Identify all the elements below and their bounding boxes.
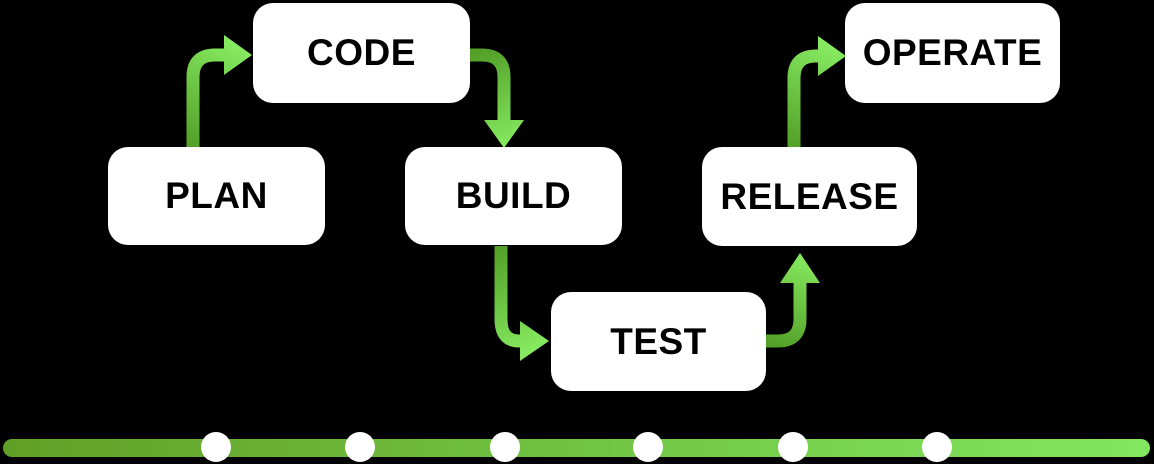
stage-label-release: RELEASE bbox=[720, 175, 899, 217]
timeline-dot bbox=[922, 432, 952, 462]
stage-box-build: BUILD bbox=[405, 147, 622, 245]
arrowhead-plan-to-code bbox=[224, 35, 252, 75]
timeline-dot bbox=[633, 432, 663, 462]
arrowhead-test-to-release bbox=[780, 253, 820, 283]
arrow-plan-to-code bbox=[186, 35, 252, 148]
stage-label-code: CODE bbox=[307, 32, 416, 73]
timeline-dot bbox=[345, 432, 375, 462]
stage-box-test: TEST bbox=[551, 292, 766, 391]
arrowhead-release-to-operate bbox=[818, 36, 846, 76]
arrowhead-build-to-test bbox=[520, 321, 549, 361]
stage-box-release: RELEASE bbox=[702, 147, 917, 246]
timeline-dot bbox=[490, 432, 520, 462]
arrow-code-to-build bbox=[470, 48, 524, 148]
stage-box-operate: OPERATE bbox=[845, 3, 1060, 103]
stage-box-code: CODE bbox=[253, 3, 470, 103]
stage-label-plan: PLAN bbox=[165, 175, 268, 216]
arrow-build-to-test bbox=[494, 246, 549, 361]
stage-label-test: TEST bbox=[610, 320, 707, 362]
timeline-dot bbox=[778, 432, 808, 462]
timeline-dot bbox=[201, 432, 231, 462]
stage-label-operate: OPERATE bbox=[862, 32, 1043, 73]
arrow-test-to-release bbox=[766, 253, 820, 348]
arrowhead-code-to-build bbox=[484, 120, 524, 148]
stage-label-build: BUILD bbox=[455, 175, 572, 216]
stage-box-plan: PLAN bbox=[108, 147, 325, 245]
arrow-release-to-operate bbox=[787, 36, 846, 148]
